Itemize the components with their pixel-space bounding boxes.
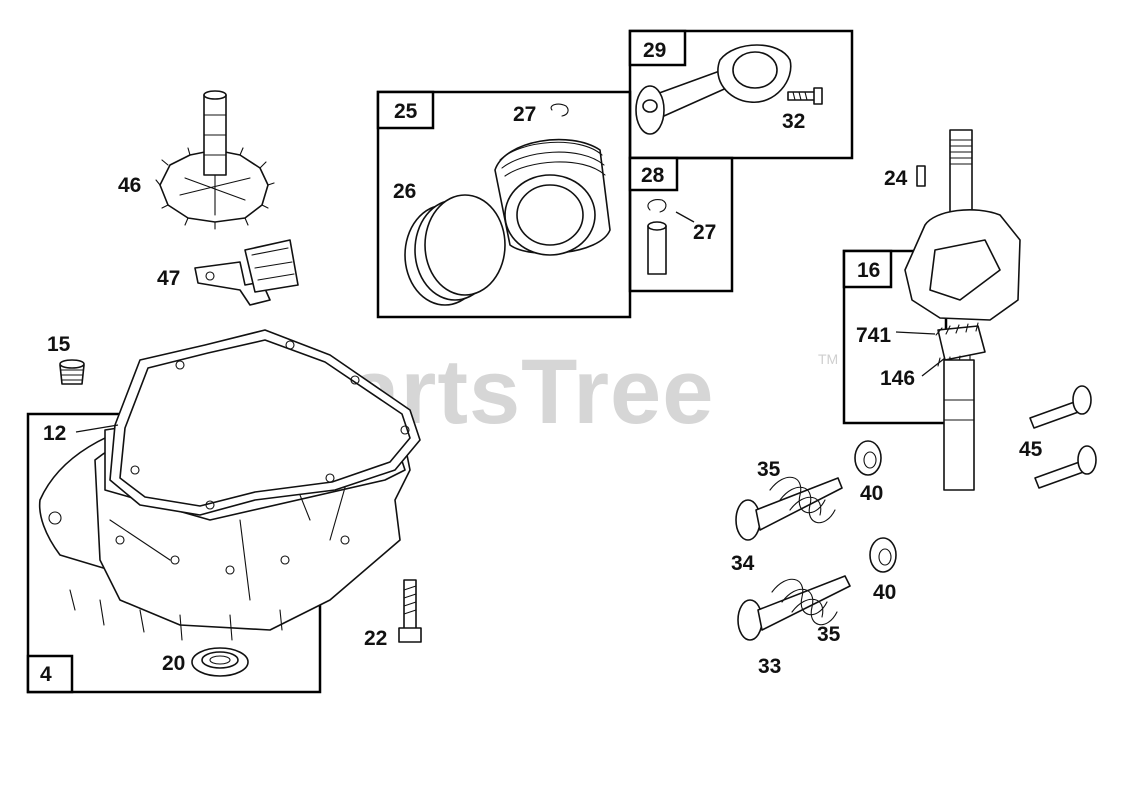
key-part — [916, 165, 926, 187]
watermark-trademark: TM — [818, 351, 838, 367]
callout-34: 34 — [731, 552, 755, 575]
callout-46: 46 — [118, 174, 141, 197]
rod-bolt-part — [787, 87, 823, 105]
group-box-16-tab — [842, 249, 893, 289]
exhaust-valve-part — [737, 575, 851, 641]
callout-27-a: 27 — [513, 103, 536, 126]
callout-47: 47 — [157, 267, 180, 290]
callout-22: 22 — [364, 627, 387, 650]
callout-26: 26 — [393, 180, 416, 203]
group-box-4-label: 4 — [40, 663, 52, 686]
callout-20: 20 — [162, 652, 185, 675]
connecting-rod-part — [635, 44, 792, 135]
gasket-part — [109, 329, 421, 516]
callout-45: 45 — [1019, 438, 1043, 461]
piston-clip-part-b — [647, 199, 667, 213]
group-box-25-label: 25 — [394, 100, 418, 123]
group-box-16: 16 — [842, 249, 948, 425]
group-box-28-label: 28 — [641, 164, 665, 187]
callout-15: 15 — [47, 333, 71, 356]
callout-35-b: 35 — [817, 623, 841, 646]
callout-32: 32 — [782, 110, 805, 133]
callout-33: 33 — [758, 655, 781, 678]
callout-35-a: 35 — [757, 458, 781, 481]
piston-clip-part-a — [550, 103, 569, 117]
callout-741: 741 — [856, 324, 891, 347]
tappet-part-a — [1029, 385, 1092, 429]
callouts: 46 47 15 12 20 22 27 26 27 32 24 741 146… — [43, 103, 1043, 678]
group-box-28-frame — [628, 156, 734, 293]
piston-rings-part — [404, 194, 506, 306]
group-box-29-frame — [628, 29, 854, 160]
piston-pin-part — [647, 221, 667, 275]
intake-valve-part — [735, 476, 843, 541]
callout-146: 146 — [880, 367, 915, 390]
group-box-16-label: 16 — [857, 259, 880, 282]
oil-seal-part — [191, 647, 249, 677]
valve-retainer-part-b — [869, 537, 897, 573]
bolt-part — [398, 579, 422, 643]
group-box-4-tab — [26, 654, 74, 694]
crankshaft-part — [904, 129, 1021, 491]
governor-part — [194, 239, 299, 306]
group-box-28: 28 — [628, 156, 734, 293]
tappet-part-b — [1034, 445, 1097, 489]
group-box-25-tab — [376, 90, 435, 130]
leader-lines — [75, 211, 946, 433]
callout-12: 12 — [43, 422, 66, 445]
group-box-29-tab — [628, 29, 687, 67]
group-box-29: 29 — [628, 29, 854, 160]
plug-part — [59, 359, 85, 385]
group-box-29-label: 29 — [643, 39, 666, 62]
valve-retainer-part-a — [854, 440, 882, 476]
callout-27-b: 27 — [693, 221, 716, 244]
callout-24: 24 — [884, 167, 908, 190]
piston-part — [494, 138, 611, 256]
group-box-28-tab — [628, 156, 679, 192]
cam-gear-part — [155, 90, 275, 230]
callout-40-a: 40 — [860, 482, 883, 505]
callout-40-b: 40 — [873, 581, 896, 604]
